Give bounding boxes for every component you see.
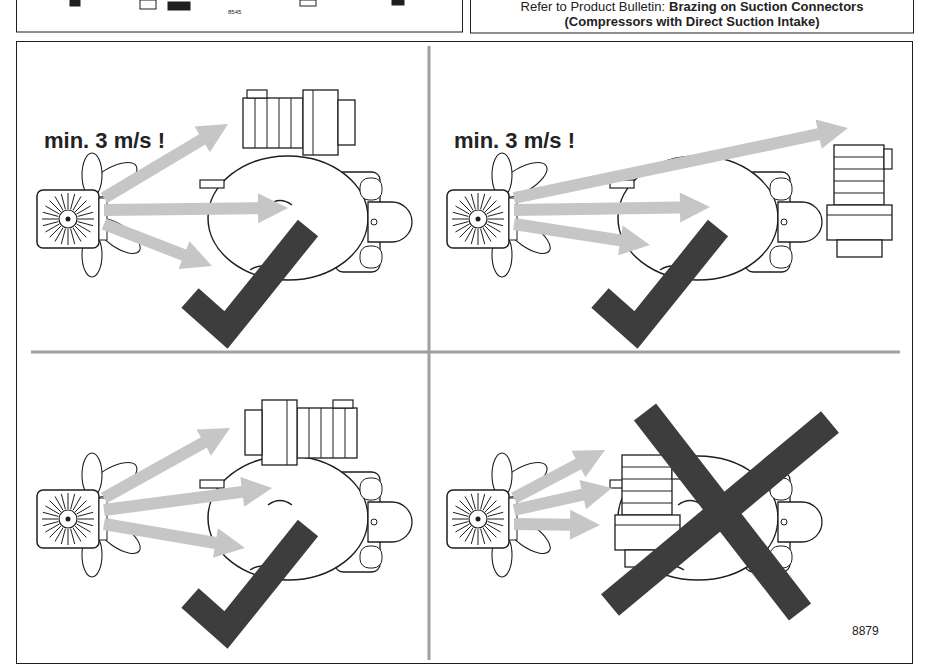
- compressor: [200, 456, 412, 580]
- cropped-icon: [392, 0, 404, 5]
- air-flow-arrow: [102, 218, 212, 269]
- wrong-cross: [610, 422, 830, 605]
- air-flow-arrow: [513, 218, 650, 255]
- correct-check: [190, 528, 308, 630]
- quadrant: [37, 90, 412, 330]
- main-frame: [17, 42, 913, 664]
- top-right-frame: [471, 0, 914, 33]
- air-speed-note: min. 3 m/s !: [44, 128, 165, 153]
- figure-number: 8879: [852, 625, 879, 639]
- cropped-icon: [168, 2, 190, 10]
- reference-text: (Compressors with Direct Suction Intake): [565, 14, 820, 29]
- correct-check: [600, 228, 718, 330]
- quadrant: [447, 412, 830, 612]
- correct-check: [190, 228, 308, 330]
- reference-text: Brazing on Suction Connectors: [669, 0, 863, 14]
- electrical-box: [243, 90, 355, 155]
- electrical-box: [827, 145, 892, 257]
- air-speed-note: min. 3 m/s !: [454, 128, 575, 153]
- cropped-icon: [300, 0, 316, 6]
- air-flow-arrow: [103, 518, 245, 558]
- air-flow-arrow: [514, 192, 710, 222]
- air-flow-arrow: [514, 510, 600, 540]
- fan: [37, 453, 146, 577]
- electrical-box: [245, 400, 357, 465]
- air-flow-arrow: [103, 477, 272, 516]
- air-flow-arrow: [104, 193, 288, 223]
- reference-note: Refer to Product Bulletin:Brazing on Suc…: [521, 0, 864, 15]
- quadrant: [37, 400, 412, 630]
- air-flow-arrow: [513, 480, 612, 516]
- top-left-frame: [17, 0, 463, 32]
- reference-note: (Compressors with Direct Suction Intake): [565, 15, 820, 30]
- reference-text: Refer to Product Bulletin:: [521, 0, 666, 14]
- cropped-icon: [140, 0, 156, 9]
- figure-number: 8545: [228, 9, 241, 16]
- quadrant: [447, 119, 892, 330]
- divider: [31, 351, 900, 354]
- cropped-icon: [70, 0, 80, 6]
- fan: [447, 453, 556, 577]
- compressor: [200, 156, 412, 280]
